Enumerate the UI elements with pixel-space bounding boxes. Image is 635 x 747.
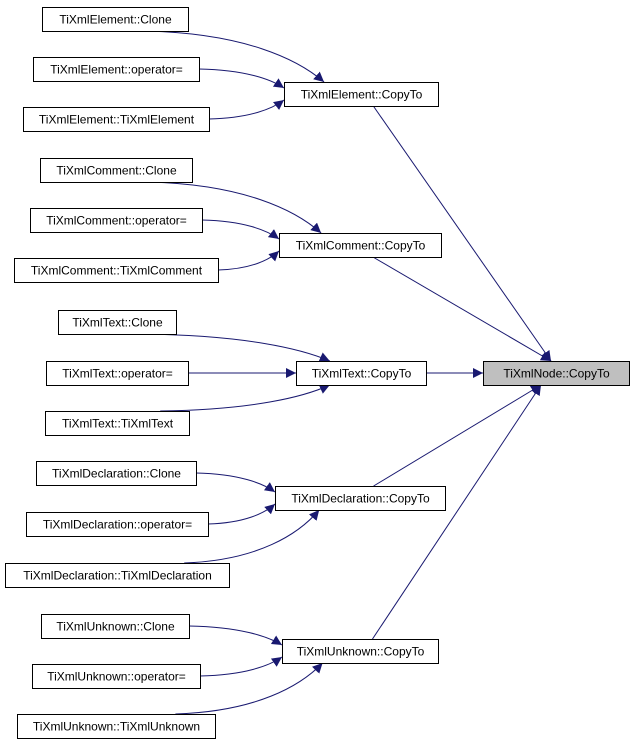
node-box[interactable] — [36, 461, 197, 486]
node-dc-op[interactable]: TiXmlDeclaration::operator= — [26, 512, 209, 537]
node-label: TiXmlUnknown::TiXmlUnknown — [33, 720, 200, 734]
edge-tx_clone-to-tx_copy — [142, 333, 330, 362]
edge-un_copy-to-root — [372, 384, 542, 640]
node-box[interactable] — [282, 639, 439, 664]
edge-cm_op-to-cm_copy — [201, 219, 280, 240]
node-el-copy[interactable]: TiXmlElement::CopyTo — [284, 82, 439, 107]
edge-cm_ctor-to-cm_copy — [217, 250, 280, 271]
node-label: TiXmlDeclaration::CopyTo — [291, 492, 430, 506]
node-box[interactable] — [26, 512, 209, 537]
node-label: TiXmlText::TiXmlText — [62, 417, 174, 431]
edges-layer — [142, 30, 552, 715]
node-label: TiXmlElement::Clone — [59, 13, 172, 27]
node-el-clone[interactable]: TiXmlElement::Clone — [42, 7, 189, 32]
node-un-ctor[interactable]: TiXmlUnknown::TiXmlUnknown — [17, 714, 216, 739]
node-box[interactable] — [23, 107, 210, 132]
node-label: TiXmlUnknown::CopyTo — [297, 645, 425, 659]
node-label: TiXmlElement::TiXmlElement — [39, 113, 195, 127]
node-box[interactable] — [46, 361, 189, 386]
edge-el_ctor-to-el_copy — [208, 99, 285, 120]
node-box[interactable] — [275, 486, 446, 511]
node-un-copy[interactable]: TiXmlUnknown::CopyTo — [282, 639, 439, 664]
nodes-layer: TiXmlNode::CopyToTiXmlElement::CopyToTiX… — [5, 7, 630, 739]
edge-el_op-to-el_copy — [198, 68, 285, 89]
node-box[interactable] — [58, 310, 177, 335]
node-label: TiXmlComment::operator= — [46, 214, 187, 228]
node-label: TiXmlText::Clone — [72, 316, 163, 330]
node-dc-clone[interactable]: TiXmlDeclaration::Clone — [36, 461, 197, 486]
node-box[interactable] — [296, 361, 427, 386]
node-box[interactable] — [483, 361, 630, 386]
node-dc-ctor[interactable]: TiXmlDeclaration::TiXmlDeclaration — [5, 563, 230, 588]
edge-dc_copy-to-root — [373, 384, 542, 487]
edge-dc_op-to-dc_copy — [207, 503, 276, 525]
node-un-clone[interactable]: TiXmlUnknown::Clone — [41, 614, 190, 639]
node-tx-op[interactable]: TiXmlText::operator= — [46, 361, 189, 386]
node-box[interactable] — [32, 664, 201, 689]
edge-dc_clone-to-dc_copy — [195, 472, 276, 493]
node-box[interactable] — [17, 714, 216, 739]
node-tx-ctor[interactable]: TiXmlText::TiXmlText — [45, 411, 190, 436]
node-label: TiXmlText::operator= — [62, 367, 173, 381]
node-tx-clone[interactable]: TiXmlText::Clone — [58, 310, 177, 335]
edge-tx_ctor-to-tx_copy — [160, 384, 331, 412]
node-label: TiXmlUnknown::Clone — [56, 620, 175, 634]
node-label: TiXmlComment::CopyTo — [296, 239, 426, 253]
node-cm-copy[interactable]: TiXmlComment::CopyTo — [279, 233, 442, 258]
edge-el_copy-to-root — [372, 105, 552, 362]
node-label: TiXmlComment::TiXmlComment — [31, 264, 203, 278]
node-box[interactable] — [33, 57, 200, 82]
node-box[interactable] — [14, 258, 219, 283]
node-root[interactable]: TiXmlNode::CopyTo — [483, 361, 630, 386]
node-box[interactable] — [279, 233, 442, 258]
edge-un_op-to-un_copy — [199, 656, 283, 677]
node-label: TiXmlDeclaration::Clone — [52, 467, 181, 481]
node-tx-copy[interactable]: TiXmlText::CopyTo — [296, 361, 427, 386]
node-label: TiXmlElement::operator= — [50, 63, 183, 77]
node-label: TiXmlUnknown::operator= — [47, 670, 186, 684]
node-box[interactable] — [42, 7, 189, 32]
node-box[interactable] — [40, 158, 193, 183]
node-el-op[interactable]: TiXmlElement::operator= — [33, 57, 200, 82]
edge-cm_copy-to-root — [372, 256, 552, 362]
node-un-op[interactable]: TiXmlUnknown::operator= — [32, 664, 201, 689]
node-dc-copy[interactable]: TiXmlDeclaration::CopyTo — [275, 486, 446, 511]
node-el-ctor[interactable]: TiXmlElement::TiXmlElement — [23, 107, 210, 132]
node-cm-clone[interactable]: TiXmlComment::Clone — [40, 158, 193, 183]
node-label: TiXmlDeclaration::operator= — [43, 518, 192, 532]
node-label: TiXmlComment::Clone — [56, 164, 177, 178]
node-label: TiXmlText::CopyTo — [312, 367, 412, 381]
edge-cm_clone-to-cm_copy — [149, 181, 322, 234]
edge-dc_ctor-to-dc_copy — [184, 509, 320, 564]
node-box[interactable] — [30, 208, 203, 233]
node-box[interactable] — [284, 82, 439, 107]
node-cm-ctor[interactable]: TiXmlComment::TiXmlComment — [14, 258, 219, 283]
node-box[interactable] — [5, 563, 230, 588]
edge-un_ctor-to-un_copy — [175, 662, 323, 715]
node-label: TiXmlDeclaration::TiXmlDeclaration — [23, 569, 212, 583]
node-label: TiXmlNode::CopyTo — [503, 367, 610, 381]
node-box[interactable] — [45, 411, 190, 436]
node-label: TiXmlElement::CopyTo — [301, 88, 423, 102]
edge-el_clone-to-el_copy — [147, 30, 325, 83]
node-box[interactable] — [41, 614, 190, 639]
edge-un_clone-to-un_copy — [188, 625, 283, 646]
node-cm-op[interactable]: TiXmlComment::operator= — [30, 208, 203, 233]
